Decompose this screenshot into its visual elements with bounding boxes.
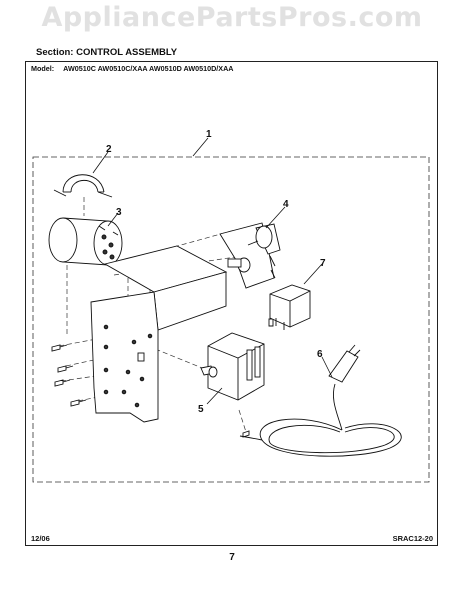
leader-7 (303, 263, 323, 285)
model-row: Model: AW0510C AW0510C/XAA AW0510D AW0510… (31, 64, 233, 73)
callout-6: 6 (317, 349, 323, 360)
part-5-timer (200, 332, 265, 401)
leader-6 (321, 356, 333, 378)
model-numbers: AW0510C AW0510C/XAA AW0510D AW0510D/XAA (63, 64, 234, 73)
part-6-power-cord (239, 344, 402, 457)
section-title: Section: CONTROL ASSEMBLY (36, 47, 178, 58)
page-number: 7 (229, 552, 235, 563)
callout-1: 1 (206, 129, 212, 140)
callout-7: 7 (320, 258, 326, 269)
callout-2: 2 (106, 144, 112, 155)
leader-1 (192, 137, 209, 157)
footer-code: SRAC12-20 (392, 534, 433, 543)
footer-date: 12/06 (31, 534, 50, 543)
part-4-motor (219, 222, 281, 289)
leader-4 (265, 206, 286, 229)
callout-4: 4 (283, 199, 289, 210)
part-3-capacitor (48, 217, 123, 266)
part-2-clamp (53, 174, 113, 198)
assembly-boundary (32, 156, 430, 483)
diagram-frame (25, 61, 438, 546)
leader-5 (206, 387, 223, 405)
leader-2 (92, 151, 109, 174)
watermark: AppliancePartsPros.com (41, 2, 423, 33)
leader-3 (107, 212, 119, 227)
mounting-bracket (90, 245, 228, 423)
callout-3: 3 (116, 207, 122, 218)
model-label: Model: (31, 64, 55, 73)
callout-5: 5 (198, 404, 204, 415)
screws (51, 318, 274, 438)
part-7-relay (269, 284, 311, 330)
